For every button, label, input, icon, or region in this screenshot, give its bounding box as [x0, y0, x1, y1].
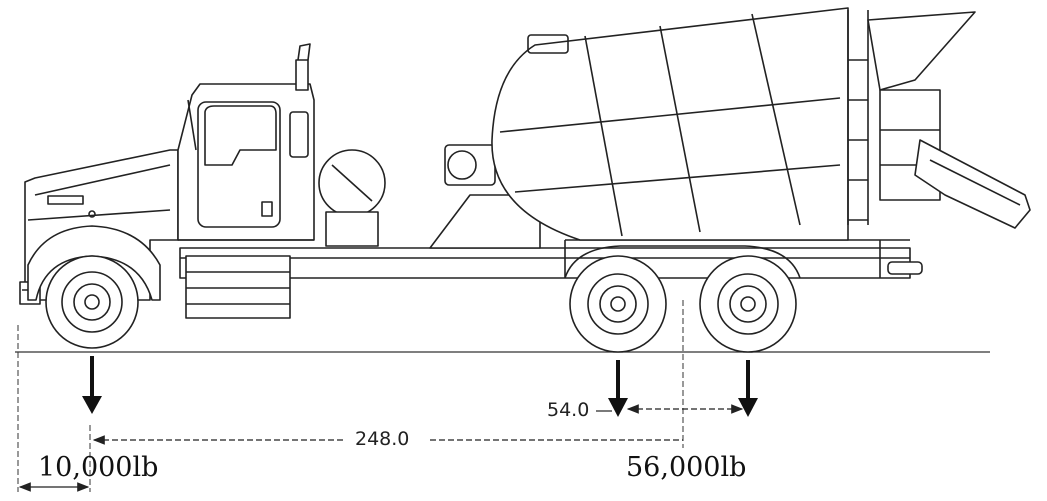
tail-light — [887, 261, 923, 275]
mixer-drum — [491, 7, 849, 241]
rear-rear-axle-load-arrow — [738, 360, 758, 417]
rear-ladder — [847, 10, 869, 225]
sleeper-window — [289, 111, 309, 158]
rear-wheel-rear — [699, 255, 797, 353]
rear-axle-load-label: 56,000lb — [626, 452, 747, 483]
cab — [177, 83, 315, 241]
front-wheel — [45, 255, 139, 349]
rear-fender — [564, 245, 801, 279]
door-window — [204, 105, 277, 166]
mixer-truck-illustration — [19, 7, 1031, 353]
exhaust-stack — [295, 43, 311, 91]
chassis-frame — [179, 239, 911, 279]
rear-forward-axle-load-arrow — [608, 360, 628, 417]
cab-door — [197, 101, 281, 228]
front-fender — [27, 225, 161, 301]
wheelbase-dimension-label: 248.0 — [352, 428, 413, 450]
rear-wheel-forward — [569, 255, 667, 353]
front-axle-load-label: 10,000lb — [38, 452, 159, 483]
tandem-spacing-dimension-label: 54.0 — [544, 399, 593, 421]
drum-gearbox — [444, 144, 496, 186]
front-axle-load-arrow — [82, 356, 102, 414]
discharge-chute — [914, 139, 1031, 229]
water-tank — [318, 149, 386, 247]
step-box — [185, 255, 291, 319]
